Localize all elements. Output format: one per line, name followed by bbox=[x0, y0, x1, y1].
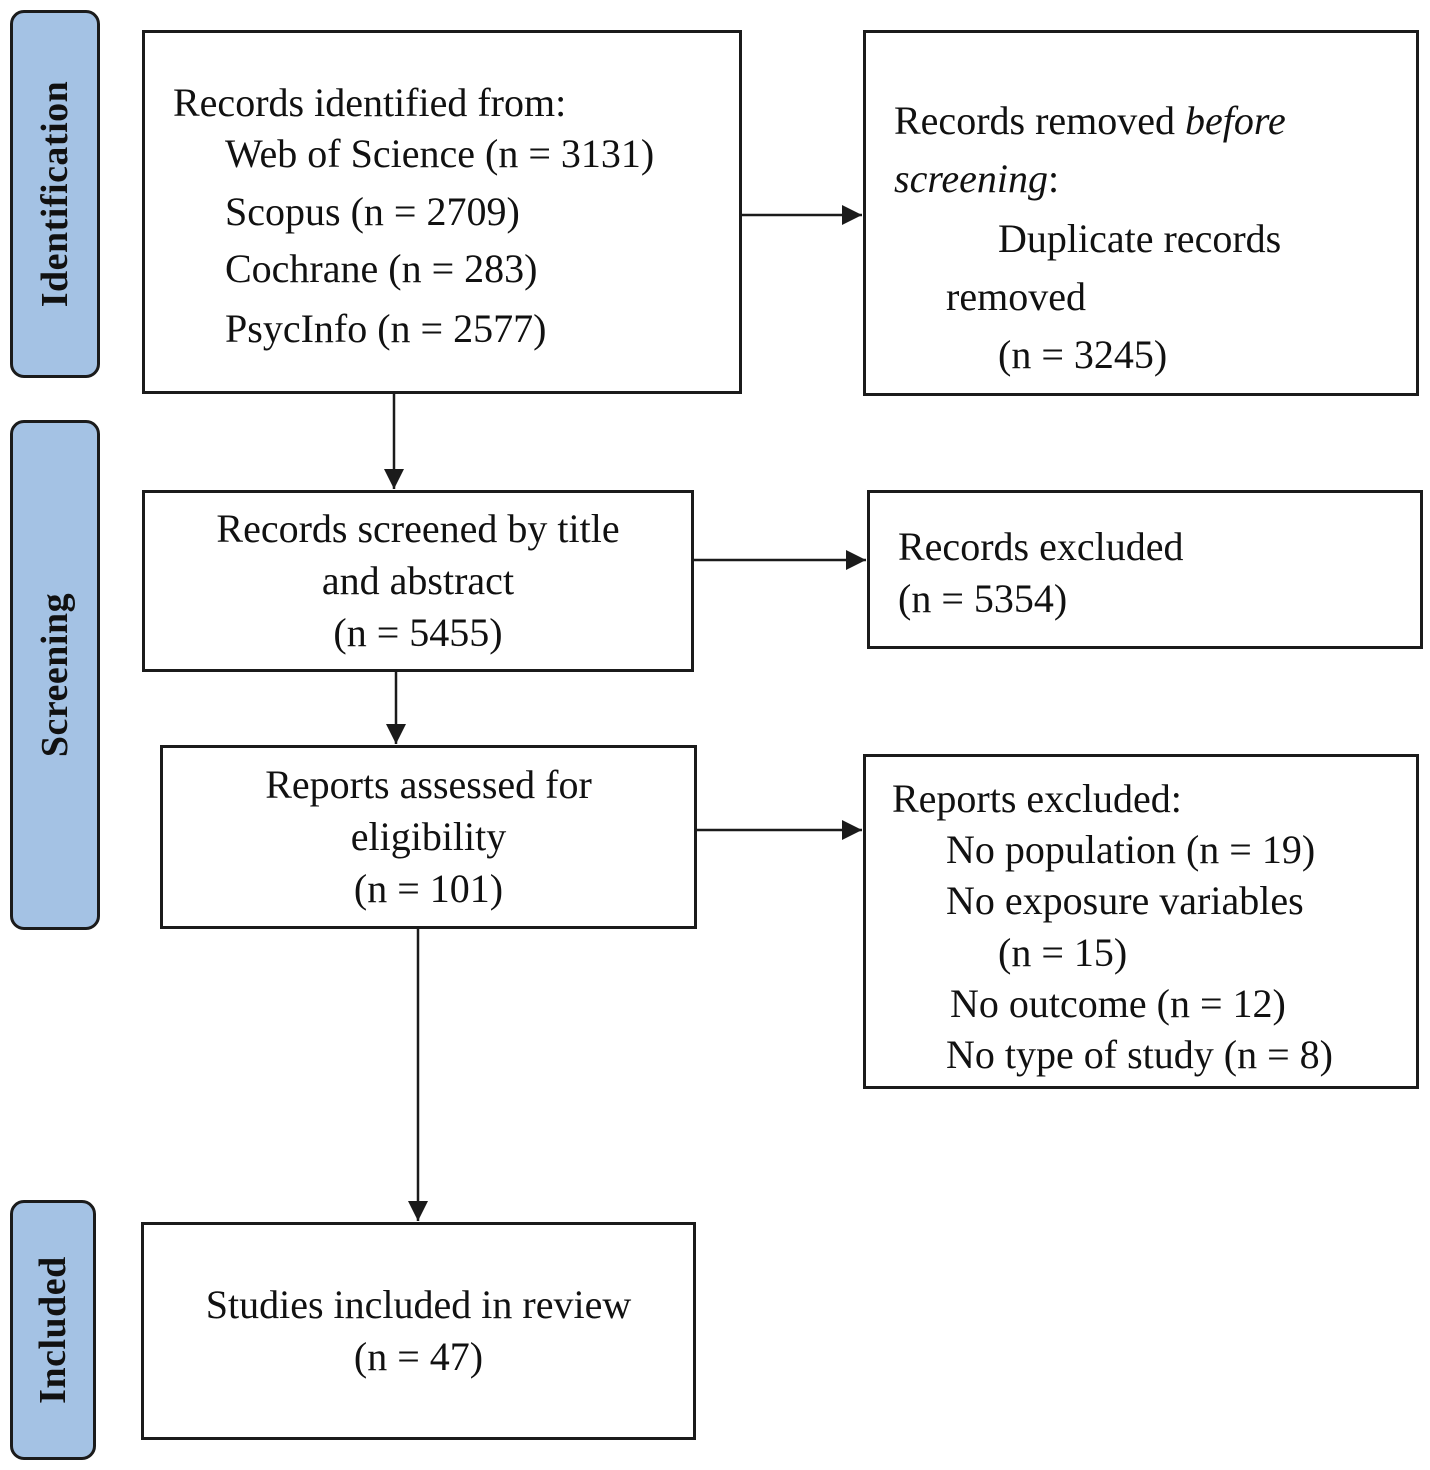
studies-included-box: Studies included in review (n = 47) bbox=[141, 1222, 696, 1440]
records-identified-box: Records identified from: Web of Science … bbox=[142, 30, 742, 394]
records-screened-line2: and abstract bbox=[321, 558, 515, 603]
duplicate-records-line: Duplicate records bbox=[998, 216, 1282, 261]
source-cochrane: Cochrane (n = 283) bbox=[225, 246, 538, 291]
records-removed-heading-before: before bbox=[1185, 98, 1286, 143]
records-screened-line1: Records screened by title bbox=[216, 506, 620, 551]
reason-no-outcome: No outcome (n = 12) bbox=[950, 981, 1286, 1026]
records-screened-box: Records screened by title and abstract (… bbox=[142, 490, 694, 672]
reason-no-exposure: No exposure variables bbox=[946, 878, 1304, 923]
phase-screening: Screening bbox=[10, 420, 100, 930]
records-removed-box: Records removed before screening: Duplic… bbox=[863, 30, 1419, 396]
records-excluded-count: (n = 5354) bbox=[898, 576, 1068, 621]
studies-included-line1: Studies included in review bbox=[205, 1282, 632, 1327]
records-removed-heading: Records removed before bbox=[894, 95, 1286, 147]
records-screened-count: (n = 5455) bbox=[333, 610, 503, 655]
records-removed-heading-text: Records removed bbox=[894, 98, 1186, 143]
reports-excluded-box: Reports excluded: No population (n = 19)… bbox=[863, 754, 1419, 1089]
reports-excluded-heading: Reports excluded: bbox=[892, 776, 1182, 821]
records-excluded-box: Records excluded (n = 5354) bbox=[867, 490, 1423, 649]
duplicate-count: (n = 3245) bbox=[998, 332, 1168, 377]
reason-no-exposure-count: (n = 15) bbox=[998, 930, 1128, 975]
phase-included: Included bbox=[10, 1200, 96, 1460]
source-psycinfo: PsycInfo (n = 2577) bbox=[225, 306, 547, 351]
duplicate-removed-line: removed bbox=[946, 274, 1086, 319]
source-web-of-science: Web of Science (n = 3131) bbox=[225, 131, 655, 176]
records-excluded-line1: Records excluded bbox=[898, 524, 1184, 569]
studies-included-count: (n = 47) bbox=[353, 1334, 484, 1379]
reason-no-population: No population (n = 19) bbox=[946, 827, 1316, 872]
records-removed-heading-screening: screening bbox=[894, 156, 1049, 201]
reports-assessed-line1: Reports assessed for bbox=[265, 762, 592, 807]
reports-assessed-count: (n = 101) bbox=[353, 866, 504, 911]
reports-assessed-box: Reports assessed for eligibility (n = 10… bbox=[160, 745, 697, 929]
source-scopus: Scopus (n = 2709) bbox=[225, 189, 520, 234]
reason-no-type-of-study: No type of study (n = 8) bbox=[946, 1032, 1333, 1077]
reports-assessed-line2: eligibility bbox=[350, 814, 507, 859]
records-removed-heading-colon: : bbox=[1048, 156, 1060, 201]
records-removed-heading-line2: screening: bbox=[894, 153, 1059, 205]
phase-identification: Identification bbox=[10, 10, 100, 378]
records-identified-heading: Records identified from: bbox=[173, 80, 567, 125]
